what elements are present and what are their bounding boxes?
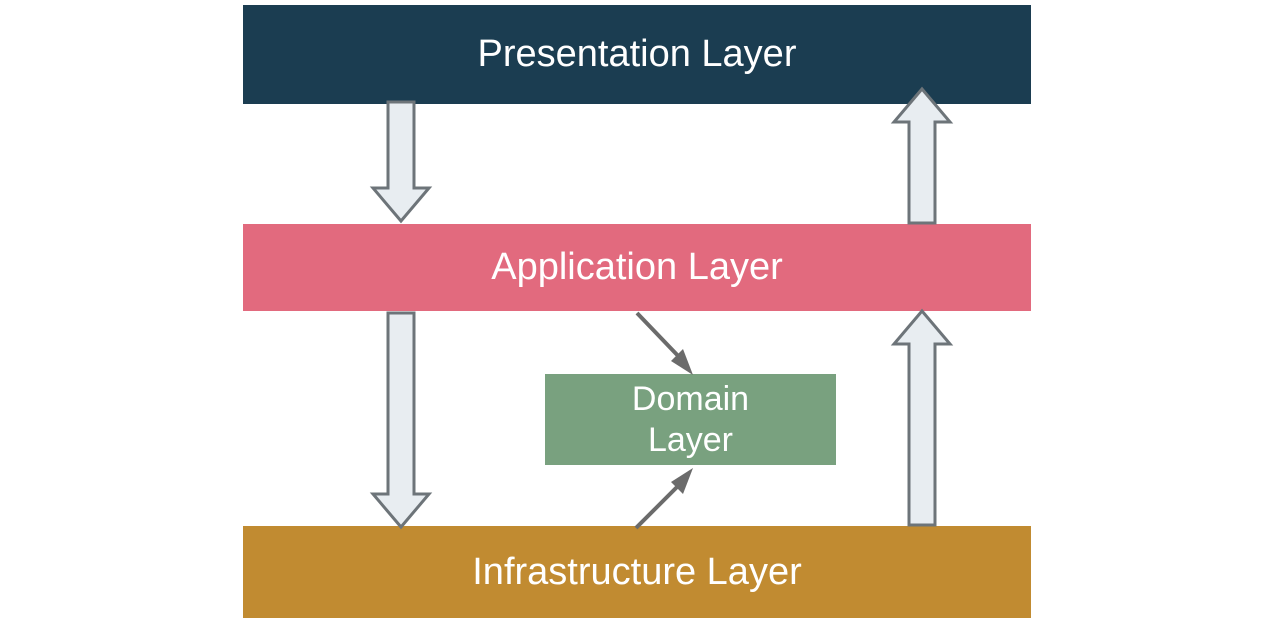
block-arrow-application-to-infrastructure[interactable] [369, 311, 433, 530]
layer-box-application[interactable]: Application Layer [243, 224, 1031, 311]
layer-box-domain[interactable]: Domain Layer [545, 374, 836, 465]
line-arrow-infrastructure-to-domain[interactable] [624, 458, 708, 540]
line-arrow-application-to-domain[interactable] [625, 303, 709, 385]
block-arrow-presentation-to-application[interactable] [369, 100, 433, 224]
layer-box-presentation[interactable]: Presentation Layer [243, 5, 1031, 104]
layer-box-infrastructure[interactable]: Infrastructure Layer [243, 526, 1031, 618]
block-arrow-application-to-presentation[interactable] [890, 86, 954, 225]
block-arrow-infrastructure-to-application[interactable] [890, 308, 954, 527]
